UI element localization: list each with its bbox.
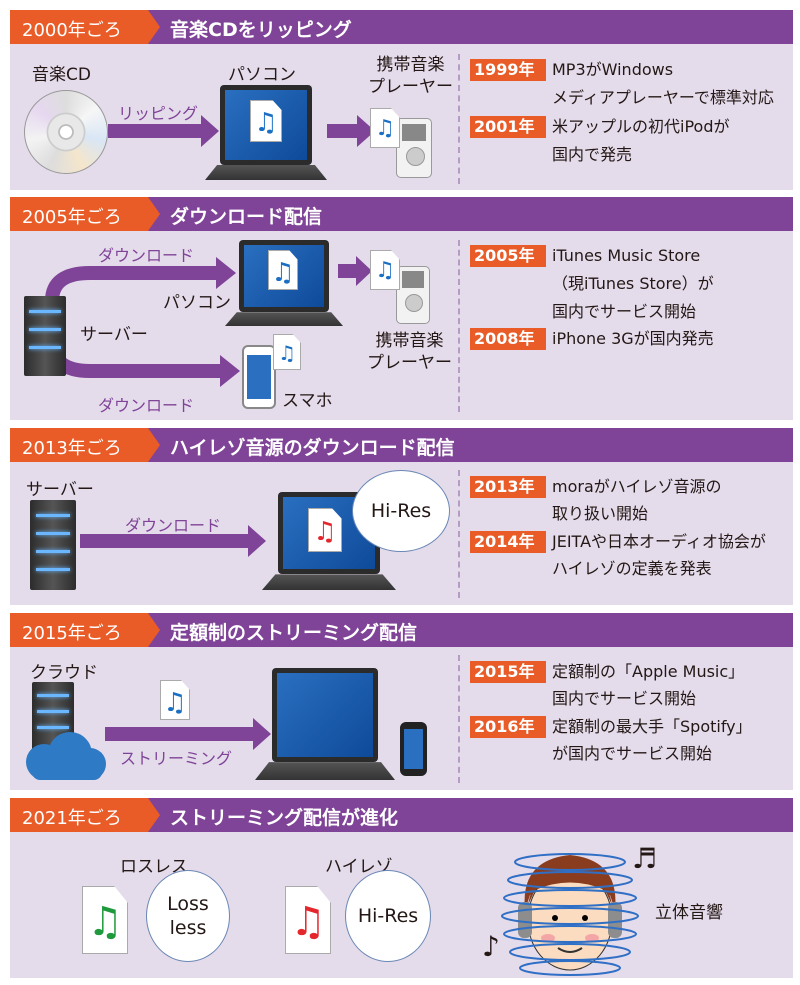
section-title: ストリーミング配信が進化	[170, 807, 399, 829]
music-file-icon	[285, 886, 331, 954]
era-label: 2013年ごろ	[22, 438, 122, 459]
timeline-text: 国内でサービス開始	[552, 689, 697, 708]
section-title: ダウンロード配信	[170, 206, 323, 228]
smartphone-icon	[242, 345, 276, 409]
portable-player-icon	[396, 266, 430, 324]
speech-bubble-icon: Hi-Res	[345, 870, 431, 962]
timeline-entry: 2015年定額制の「Apple Music」	[470, 661, 744, 683]
timeline-divider	[458, 470, 460, 598]
arrow-icon	[80, 525, 266, 557]
music-note-icon: ♪	[482, 930, 500, 963]
smartphone-label: スマホ	[282, 391, 333, 411]
music-file-icon	[308, 508, 342, 552]
server-label: サーバー	[26, 480, 94, 500]
music-file-icon	[160, 680, 190, 720]
timeline-text: ハイレゾの定義を発表	[552, 559, 712, 578]
download-label: ダウンロード	[98, 396, 195, 415]
cloud-label: クラウド	[30, 663, 98, 683]
timeline-text: 国内でサービス開始	[552, 302, 697, 321]
smartphone-icon	[400, 722, 427, 776]
era-label: 2015年ごろ	[22, 623, 122, 644]
era-tab: 2021年ごろ	[10, 798, 160, 832]
player-label: 携帯音楽プレーヤー	[367, 331, 452, 373]
music-file-icon	[82, 886, 128, 954]
music-file-icon	[273, 334, 301, 370]
section-header-2005: 2005年ごろ ダウンロード配信	[10, 197, 793, 231]
download-label: ダウンロード	[98, 246, 195, 265]
era-tab: 2015年ごろ	[10, 613, 160, 647]
headphone-face-icon	[501, 853, 639, 976]
era-tab: 2013年ごろ	[10, 428, 160, 462]
timeline-divider	[458, 240, 460, 412]
music-file-icon	[370, 250, 400, 290]
timeline-text: 国内で発売	[552, 145, 633, 164]
timeline-text: が国内でサービス開始	[552, 744, 713, 763]
section-header-2013: 2013年ごろ ハイレゾ音源のダウンロード配信	[10, 428, 793, 462]
section-header-2021: 2021年ごろ ストリーミング配信が進化	[10, 798, 793, 832]
era-label: 2005年ごろ	[22, 207, 122, 228]
section-title: 定額制のストリーミング配信	[170, 622, 418, 644]
portable-player-icon	[396, 118, 432, 178]
section-title: ハイレゾ音源のダウンロード配信	[170, 437, 455, 459]
timeline-entry: 2016年定額制の最大手「Spotify」	[470, 716, 752, 738]
era-tab: 2005年ごろ	[10, 197, 160, 231]
server-icon	[30, 500, 76, 590]
timeline-text: 取り扱い開始	[552, 504, 649, 523]
server-icon	[24, 296, 66, 376]
spatial-audio-label: 立体音響	[655, 903, 723, 923]
streaming-label: ストリーミング	[120, 749, 233, 768]
timeline-entry: 2001年米アップルの初代iPodが	[470, 116, 729, 138]
music-file-icon	[250, 100, 282, 142]
music-file-icon	[268, 250, 298, 290]
pc-label: パソコン	[228, 65, 296, 85]
arrow-icon	[327, 115, 375, 147]
section-header-2000: 2000年ごろ 音楽CDをリッピング	[10, 10, 793, 44]
pc-label: パソコン	[163, 293, 231, 313]
cloud-icon	[26, 732, 106, 780]
cd-icon	[24, 90, 108, 174]
era-label: 2021年ごろ	[22, 808, 122, 829]
laptop-icon	[255, 668, 395, 780]
section-body-2005	[10, 231, 793, 420]
section-header-2015: 2015年ごろ 定額制のストリーミング配信	[10, 613, 793, 647]
ripping-label: リッピング	[118, 104, 199, 123]
server-label: サーバー	[80, 325, 148, 345]
timeline-text: （現iTunes Store）が	[552, 274, 714, 293]
player-label: 携帯音楽プレーヤー	[368, 55, 453, 97]
music-note-icon: ♬	[632, 842, 658, 875]
music-file-icon	[370, 108, 400, 148]
arrow-icon	[108, 115, 219, 147]
download-label: ダウンロード	[125, 516, 222, 535]
era-label: 2000年ごろ	[22, 20, 122, 41]
section-title: 音楽CDをリッピング	[170, 19, 352, 41]
cd-label: 音楽CD	[32, 65, 91, 85]
arrow-icon	[105, 718, 271, 750]
speech-bubble-icon: Hi-Res	[352, 470, 450, 552]
timeline-text: メディアプレーヤーで標準対応	[552, 88, 774, 107]
era-tab: 2000年ごろ	[10, 10, 160, 44]
timeline-divider	[458, 54, 460, 184]
lossless-label: ロスレス	[120, 857, 188, 877]
timeline-divider	[458, 655, 460, 783]
